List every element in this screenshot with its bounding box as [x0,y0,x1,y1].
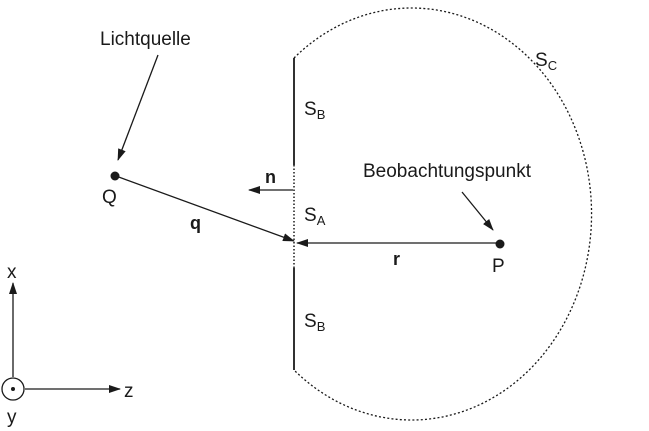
vector-r-label: r [393,249,400,269]
point-q-dot [110,171,120,181]
y-axis-out-of-page-icon [1,377,25,401]
vector-q-arrow [115,175,295,242]
point-p-dot [495,239,505,249]
y-axis-dot [11,387,15,391]
surface-sc-label: SC [535,50,557,73]
surface-sb-bottom-label: SB [304,311,325,334]
observation-pointer [461,191,494,231]
coordinate-axes: x z y [1,262,134,428]
light-source-pointer [117,54,159,161]
light-source-label: Lichtquelle [100,29,191,50]
vector-q-label: q [190,213,201,233]
observation-point-label: Beobachtungspunkt [363,161,532,182]
surface-sb-top-label: SB [304,99,325,122]
point-p-label: P [492,256,505,277]
z-axis-label: z [124,381,134,402]
point-q-label: Q [102,187,117,208]
surface-sc-arc [293,7,593,421]
surface-sa-label: SA [304,205,326,228]
y-axis-label: y [7,407,17,428]
x-axis-label: x [7,262,17,283]
normal-n-label: n [265,167,276,187]
